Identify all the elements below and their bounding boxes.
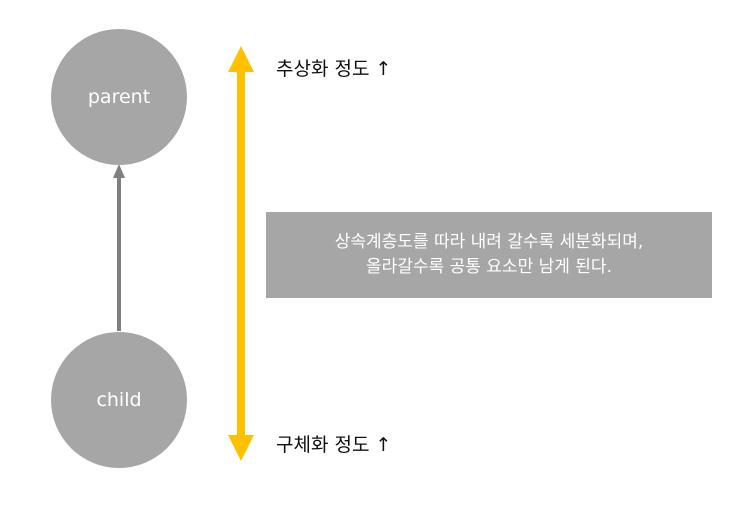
explanation-note: 상속계층도를 따라 내려 갈수록 세분화되며, 올라갈수록 공통 요소만 남게 …: [266, 212, 712, 298]
explanation-note-line-2: 올라갈수록 공통 요소만 남게 된다.: [366, 257, 612, 277]
abstraction-level-label: 추상화 정도 ↑: [276, 58, 392, 80]
explanation-note-line-1: 상속계층도를 따라 내려 갈수록 세분화되며,: [334, 232, 644, 252]
child-node: child: [51, 332, 187, 468]
concreteness-level-label: 구체화 정도 ↑: [276, 434, 392, 456]
child-node-label: child: [96, 389, 142, 411]
abstraction-scale-arrow: [228, 46, 254, 461]
inheritance-arrow: [113, 164, 125, 331]
parent-node-label: parent: [87, 86, 151, 108]
parent-node: parent: [51, 29, 187, 165]
